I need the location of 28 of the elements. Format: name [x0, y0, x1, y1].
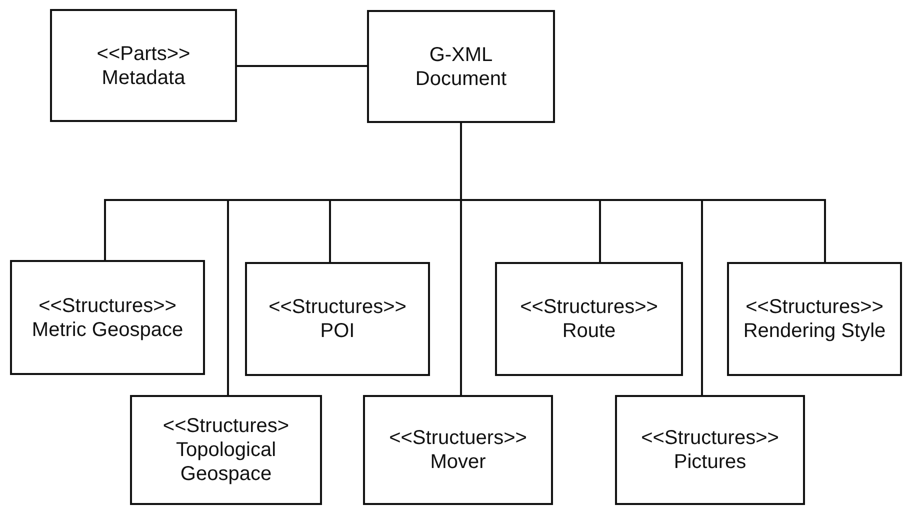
class-name: Document [415, 66, 507, 90]
class-name: Mover [430, 450, 486, 474]
class-box [10, 260, 205, 375]
stereotype-label: <<Structures>> [520, 295, 658, 319]
stereotype-label: <<Structures>> [641, 426, 779, 450]
stereotype-label: G-XML [429, 42, 493, 66]
class-name: Route [562, 319, 616, 343]
class-name: Rendering Style [743, 319, 886, 343]
class-box [50, 9, 237, 122]
class-name: POI [320, 319, 355, 343]
class-box [727, 262, 902, 376]
class-box [367, 10, 555, 123]
stereotype-label: <<Parts>> [96, 42, 190, 66]
class-box [495, 262, 683, 376]
class-name: Metadata [102, 66, 186, 90]
class-box [363, 395, 553, 505]
class-name: Pictures [674, 450, 746, 474]
stereotype-label: <<Structures>> [746, 295, 884, 319]
stereotype-label: <<Structures> [162, 414, 290, 438]
class-box [615, 395, 805, 505]
stereotype-label: <<Structures>> [268, 295, 406, 319]
stereotype-label: <<Structures>> [38, 294, 176, 318]
class-name: Metric Geospace [32, 318, 184, 342]
class-box [130, 395, 322, 505]
class-box [245, 262, 430, 376]
stereotype-label: <<Structuers>> [389, 426, 527, 450]
class-name: Topological Geospace [174, 438, 278, 486]
connector-line [237, 65, 367, 67]
